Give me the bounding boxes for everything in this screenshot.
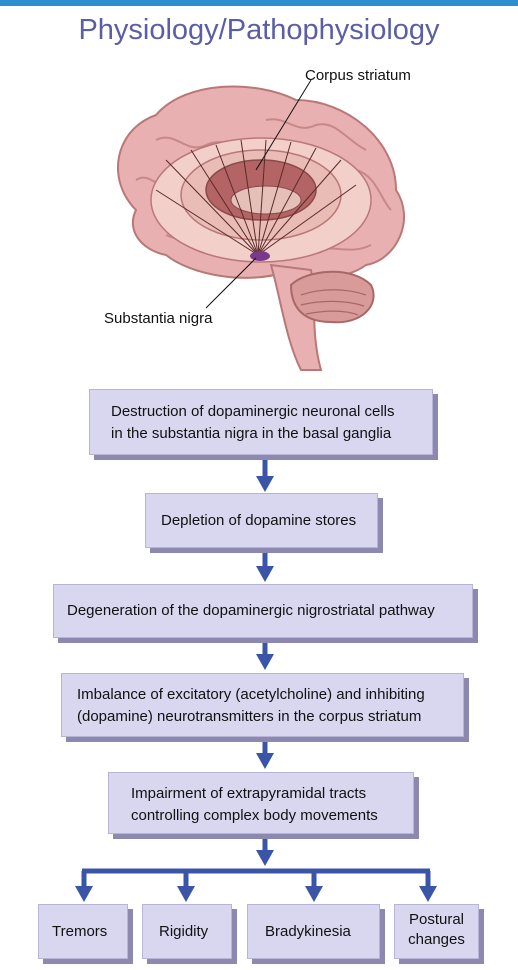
- outcome-rigidity-text: Rigidity: [159, 923, 209, 940]
- flow-step-depletion: Depletion of dopamine stores: [145, 493, 378, 548]
- flow-step-depletion-text: Depletion of dopamine stores: [161, 512, 357, 529]
- outcome-postural-changes: Postural changes: [394, 904, 479, 959]
- flow-step-imbalance-line1: Imbalance of excitatory (acetylcholine) …: [77, 686, 425, 703]
- brain-illustration: [117, 79, 406, 371]
- flow-step-imbalance: Imbalance of excitatory (acetylcholine) …: [61, 673, 464, 737]
- flow-step-imbalance-line2: (dopamine) neurotransmitters in the corp…: [77, 708, 422, 725]
- outcome-bradykinesia: Bradykinesia: [247, 904, 380, 959]
- outcome-tremors-text: Tremors: [52, 923, 108, 940]
- flow-step-impairment-line1: Impairment of extrapyramidal tracts: [131, 785, 367, 802]
- flow-step-destruction-line2: in the substantia nigra in the basal gan…: [111, 425, 392, 442]
- flow-step-impairment: Impairment of extrapyramidal tracts cont…: [108, 772, 414, 834]
- flow-step-degeneration: Degeneration of the dopaminergic nigrost…: [53, 584, 473, 638]
- outcome-rigidity: Rigidity: [142, 904, 232, 959]
- top-accent-bar: [0, 0, 518, 6]
- substantia-nigra-label: Substantia nigra: [104, 310, 213, 327]
- outcome-bradykinesia-text: Bradykinesia: [265, 923, 351, 940]
- flow-step-degeneration-text: Degeneration of the dopaminergic nigrost…: [67, 602, 435, 619]
- outcome-postural-line1: Postural: [408, 911, 465, 928]
- corpus-striatum-label: Corpus striatum: [305, 67, 411, 84]
- flow-step-impairment-line2: controlling complex body movements: [131, 807, 378, 824]
- outcome-tremors: Tremors: [38, 904, 128, 959]
- outcome-postural-line2: changes: [408, 931, 465, 948]
- flow-step-destruction: Destruction of dopaminergic neuronal cel…: [89, 389, 433, 455]
- flow-step-destruction-line1: Destruction of dopaminergic neuronal cel…: [111, 403, 395, 420]
- page-title: Physiology/Pathophysiology: [78, 14, 440, 46]
